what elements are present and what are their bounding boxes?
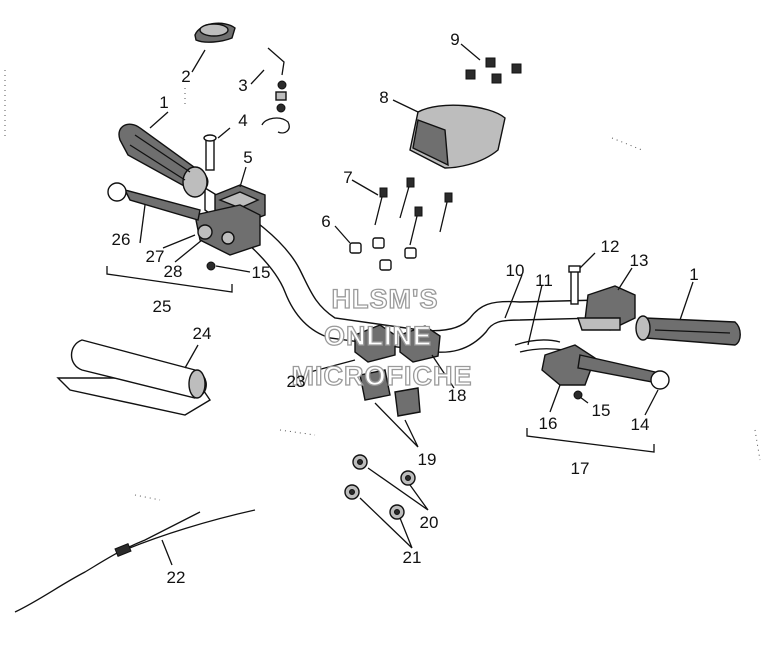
right-brake-assembly (541, 344, 670, 400)
handlebar (204, 186, 601, 353)
part-22-cable (14, 509, 256, 613)
assembly-brackets (106, 266, 655, 453)
right-grip (635, 315, 741, 346)
callout-8: 8 (379, 88, 388, 107)
dotted-reference-lines (4, 70, 761, 501)
callout-23: 23 (287, 372, 306, 391)
callout-18: 18 (448, 386, 467, 405)
part-6-bushings (349, 237, 417, 271)
callout-19: 19 (418, 450, 437, 469)
left-brake-assembly (107, 182, 261, 271)
left-grip (118, 123, 209, 198)
callout-17: 17 (571, 459, 590, 478)
callout-21: 21 (403, 548, 422, 567)
callout-1-left: 1 (159, 93, 168, 112)
callout-2: 2 (181, 67, 190, 86)
leader-lines (139, 43, 694, 566)
part-8-cover (409, 104, 506, 169)
callout-7: 7 (343, 168, 352, 187)
callout-27: 27 (146, 247, 165, 266)
part-2-cap (194, 22, 236, 43)
callout-15-right: 15 (592, 401, 611, 420)
callout-10: 10 (506, 261, 525, 280)
callout-labels: 1 2 3 4 5 6 7 8 9 10 11 12 13 1 14 15 15… (112, 30, 699, 587)
part-7-bolts (374, 177, 453, 246)
callout-24: 24 (193, 324, 212, 343)
callout-13: 13 (630, 251, 649, 270)
watermark-line-1: HLSM'S (332, 284, 439, 314)
callout-15-left: 15 (252, 263, 271, 282)
callout-3: 3 (238, 76, 247, 95)
callout-9: 9 (450, 30, 459, 49)
watermark-line-3: MICROFICHE (292, 361, 473, 391)
washers-and-nuts (344, 454, 416, 520)
callout-16: 16 (539, 414, 558, 433)
callout-4: 4 (238, 111, 247, 130)
part-4-pin (203, 134, 217, 171)
callout-6: 6 (321, 212, 330, 231)
callout-11: 11 (535, 271, 553, 290)
callout-1-right: 1 (689, 265, 698, 284)
callout-14: 14 (631, 415, 650, 434)
handlebar-clamps (354, 324, 441, 417)
callout-20: 20 (420, 513, 439, 532)
callout-28: 28 (164, 262, 183, 281)
callout-5: 5 (243, 148, 252, 167)
part-13-switch-housing (577, 285, 636, 331)
callout-25: 25 (153, 297, 172, 316)
part-3-cable (261, 47, 290, 134)
watermark-line-2: ONLINE (324, 321, 432, 351)
callout-12: 12 (601, 237, 620, 256)
watermark: HLSM'S ONLINE MICROFICHE (291, 283, 473, 391)
callout-26: 26 (112, 230, 131, 249)
part-9-nuts (465, 57, 522, 84)
part-24-tape (56, 339, 211, 416)
part-12-screw (568, 265, 581, 305)
callout-22: 22 (167, 568, 186, 587)
